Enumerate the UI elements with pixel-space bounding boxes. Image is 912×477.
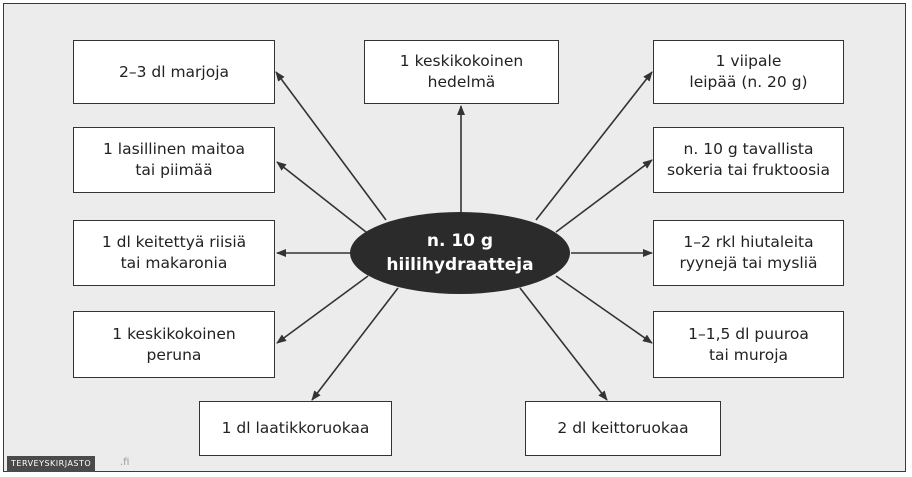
arrow-leipaa	[535, 71, 653, 221]
arrow-maitoa	[276, 161, 367, 233]
arrow-keittoruokaa	[519, 287, 608, 401]
box-keittoruokaa: 2 dl keittoruokaa	[525, 401, 721, 456]
brand-suffix: .fi	[120, 457, 130, 468]
box-hedelma: 1 keskikokoinen hedelmä	[364, 40, 559, 104]
arrow-laatikkoruokaa	[311, 287, 399, 401]
arrow-marjoja	[275, 71, 387, 221]
arrow-puuroa	[555, 275, 653, 344]
box-riisia: 1 dl keitettyä riisiä tai makaronia	[73, 220, 275, 286]
arrow-peruna	[276, 275, 369, 344]
arrow-sokeria	[555, 159, 653, 233]
box-laatikkoruokaa: 1 dl laatikkoruokaa	[199, 401, 392, 456]
brand-logo: TERVEYSKIRJASTO	[7, 456, 96, 472]
box-puuroa: 1–1,5 dl puuroa tai muroja	[653, 311, 844, 378]
box-marjoja: 2–3 dl marjoja	[73, 40, 275, 104]
box-maitoa: 1 lasillinen maitoa tai piimää	[73, 127, 275, 193]
box-leipaa: 1 viipale leipää (n. 20 g)	[653, 40, 844, 104]
box-sokeria: n. 10 g tavallista sokeria tai fruktoosi…	[653, 127, 844, 193]
center-ellipse: n. 10 g hiilihydraatteja	[350, 212, 570, 294]
box-peruna: 1 keskikokoinen peruna	[73, 311, 275, 378]
box-hiutaleita: 1–2 rkl hiutaleita ryynejä tai mysliä	[653, 220, 844, 286]
